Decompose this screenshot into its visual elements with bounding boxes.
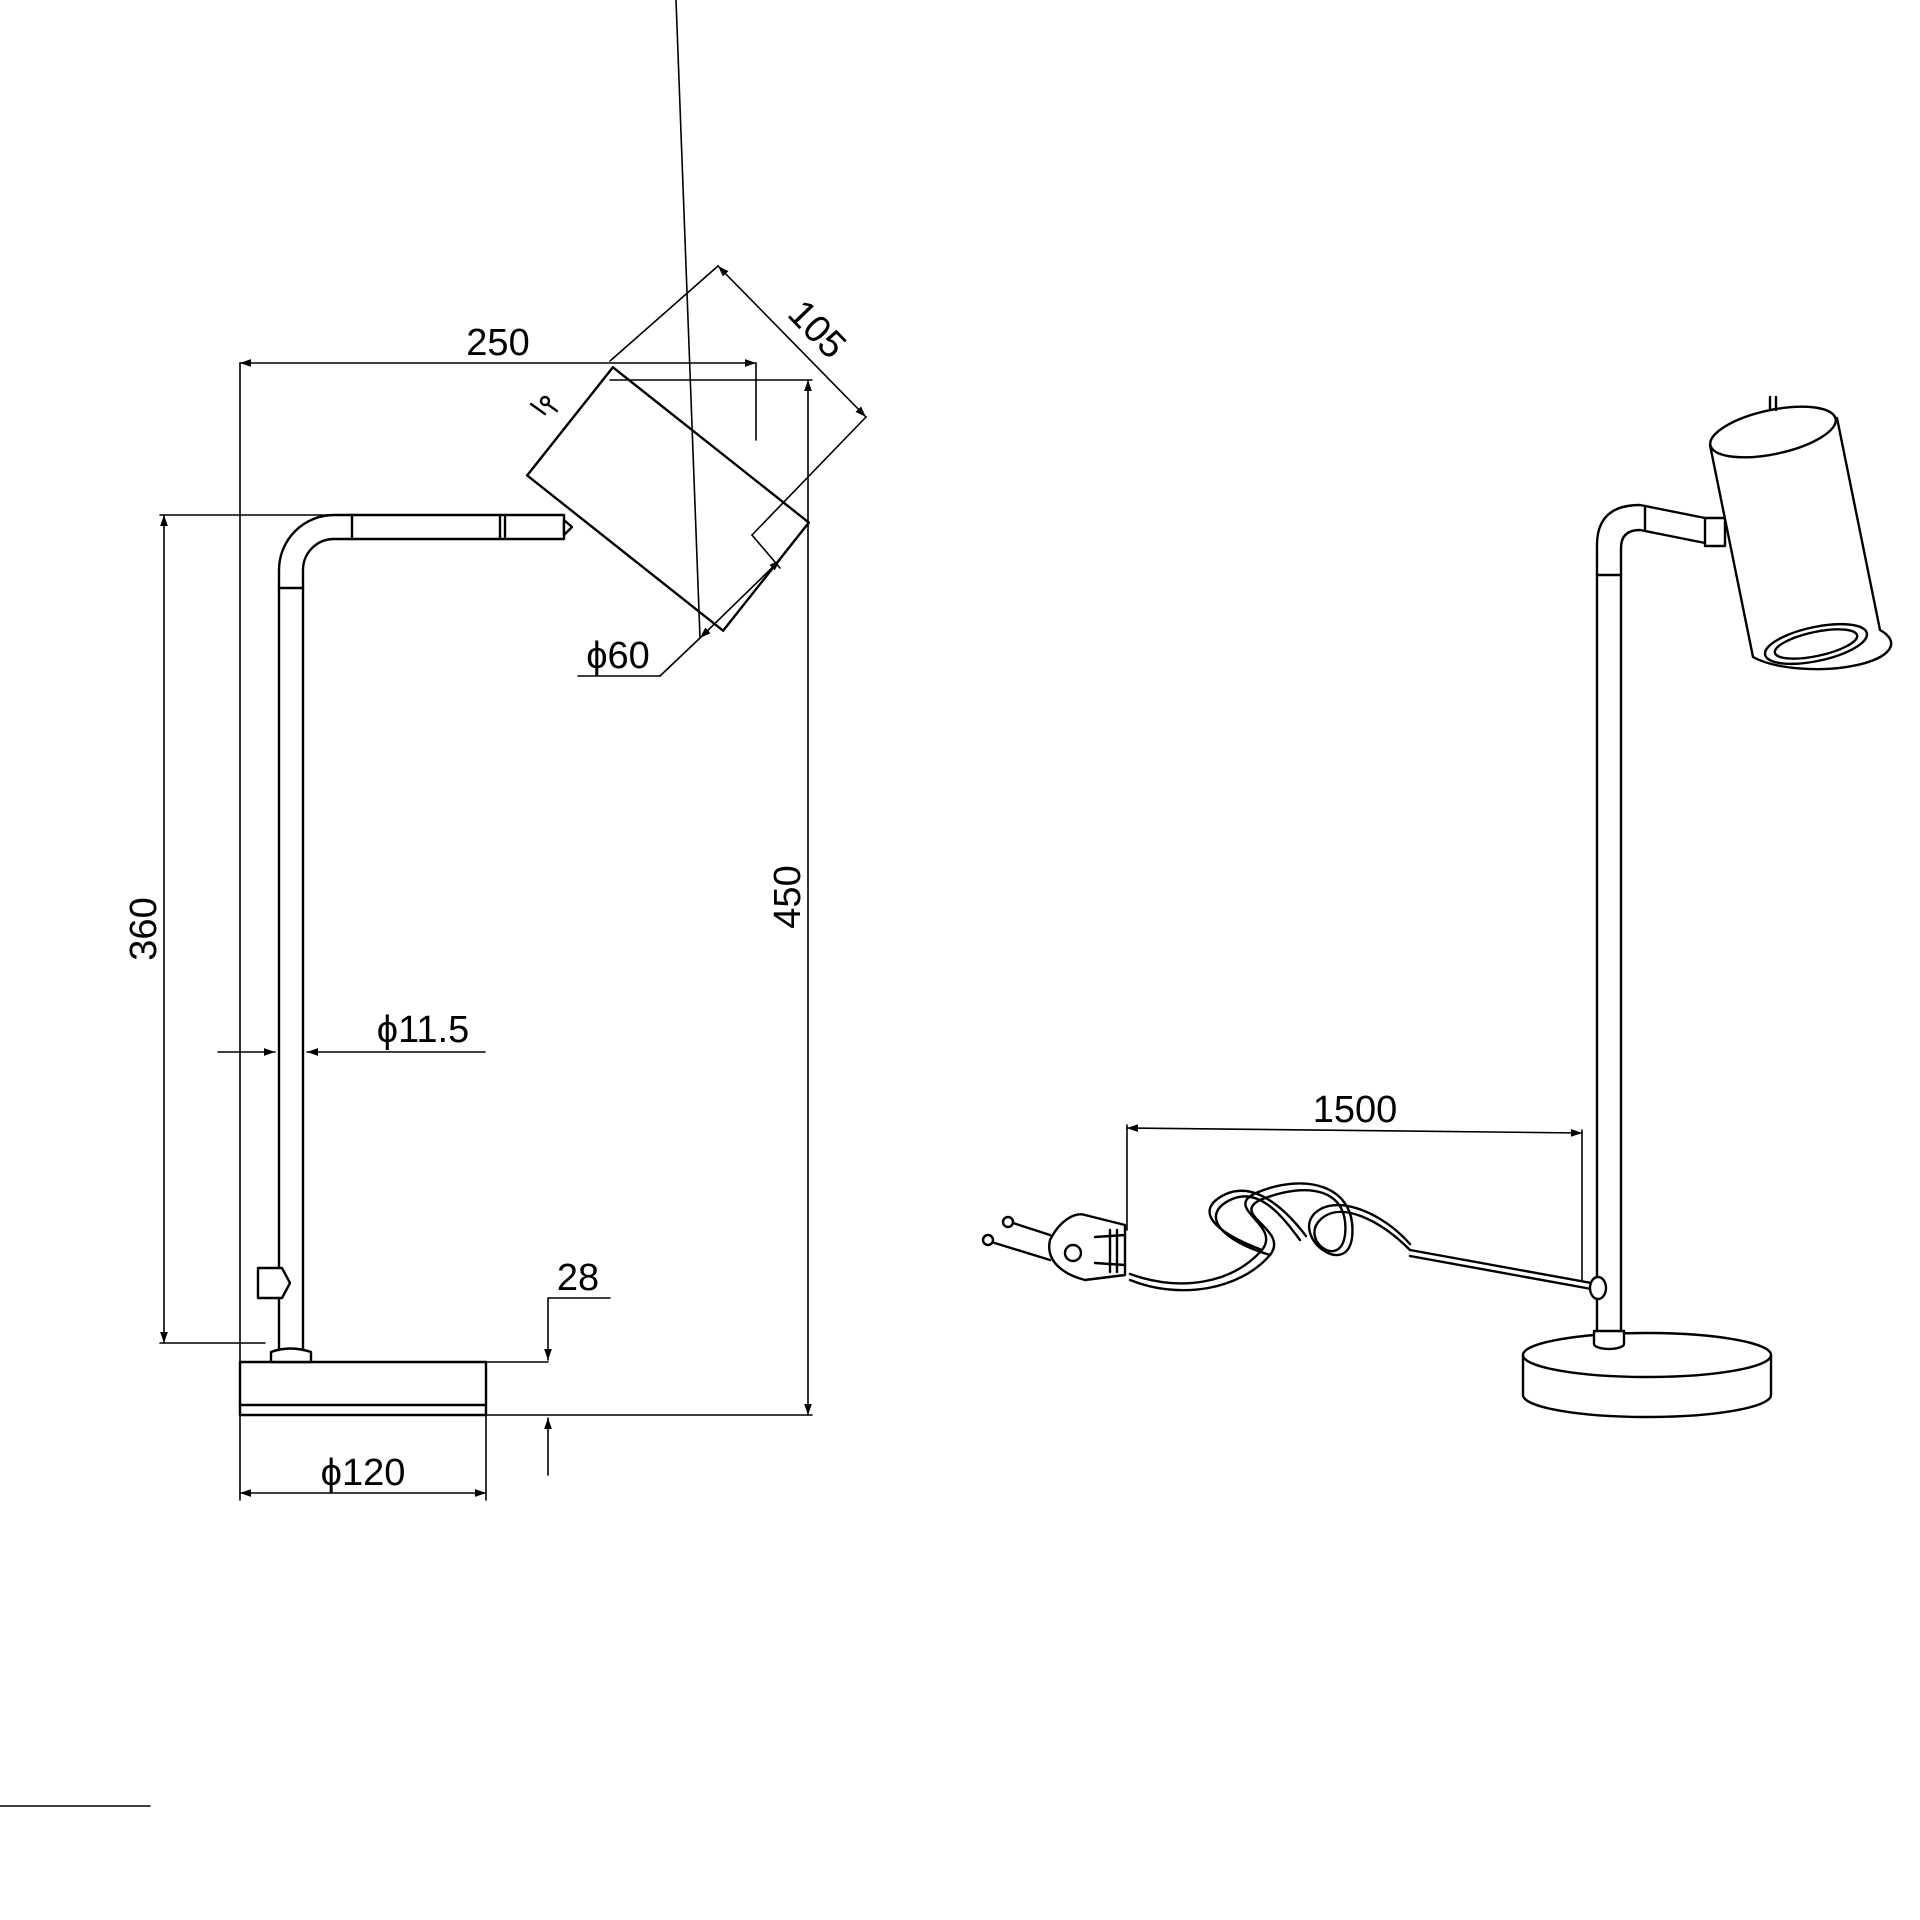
dim-line-60 <box>699 559 781 639</box>
dim-width-arm: 250 <box>466 322 529 364</box>
dim-stem-diameter: ϕ11.5 <box>377 1009 469 1051</box>
dim-head-length: 105 <box>780 292 854 367</box>
switch <box>256 1266 292 1300</box>
dim-line-105 <box>717 265 867 418</box>
perspective-stem-foot <box>1592 1329 1626 1351</box>
base-disc <box>238 1360 488 1417</box>
dim-base-diameter: ϕ120 <box>321 1452 406 1494</box>
dim-line-1500 <box>1126 1124 1583 1137</box>
cable-loops <box>1128 1188 1412 1292</box>
perspective-view-lamp <box>981 395 1893 1419</box>
side-view-lamp <box>238 366 811 1417</box>
lamp-head <box>525 366 811 632</box>
perspective-head <box>1708 416 1893 671</box>
dim-head-diameter: ϕ60 <box>586 635 650 677</box>
perspective-view-dimensions: 1500 <box>1126 1089 1583 1281</box>
perspective-joint <box>1703 516 1727 548</box>
cable <box>1408 1248 1599 1286</box>
plug <box>1048 1213 1127 1282</box>
side-view-dimensions: 250 105 450 ϕ60 360 ϕ11.5 28 <box>123 0 867 1501</box>
stem-foot <box>269 1347 313 1364</box>
dim-base-height: 28 <box>557 1257 599 1299</box>
dim-cable-length: 1500 <box>1313 1089 1398 1131</box>
perspective-arm <box>1643 504 1707 520</box>
arm-bend <box>277 513 354 590</box>
arm-joint <box>498 513 566 541</box>
dim-total-height: 450 <box>767 865 809 928</box>
dim-arm-height: 360 <box>123 897 165 960</box>
